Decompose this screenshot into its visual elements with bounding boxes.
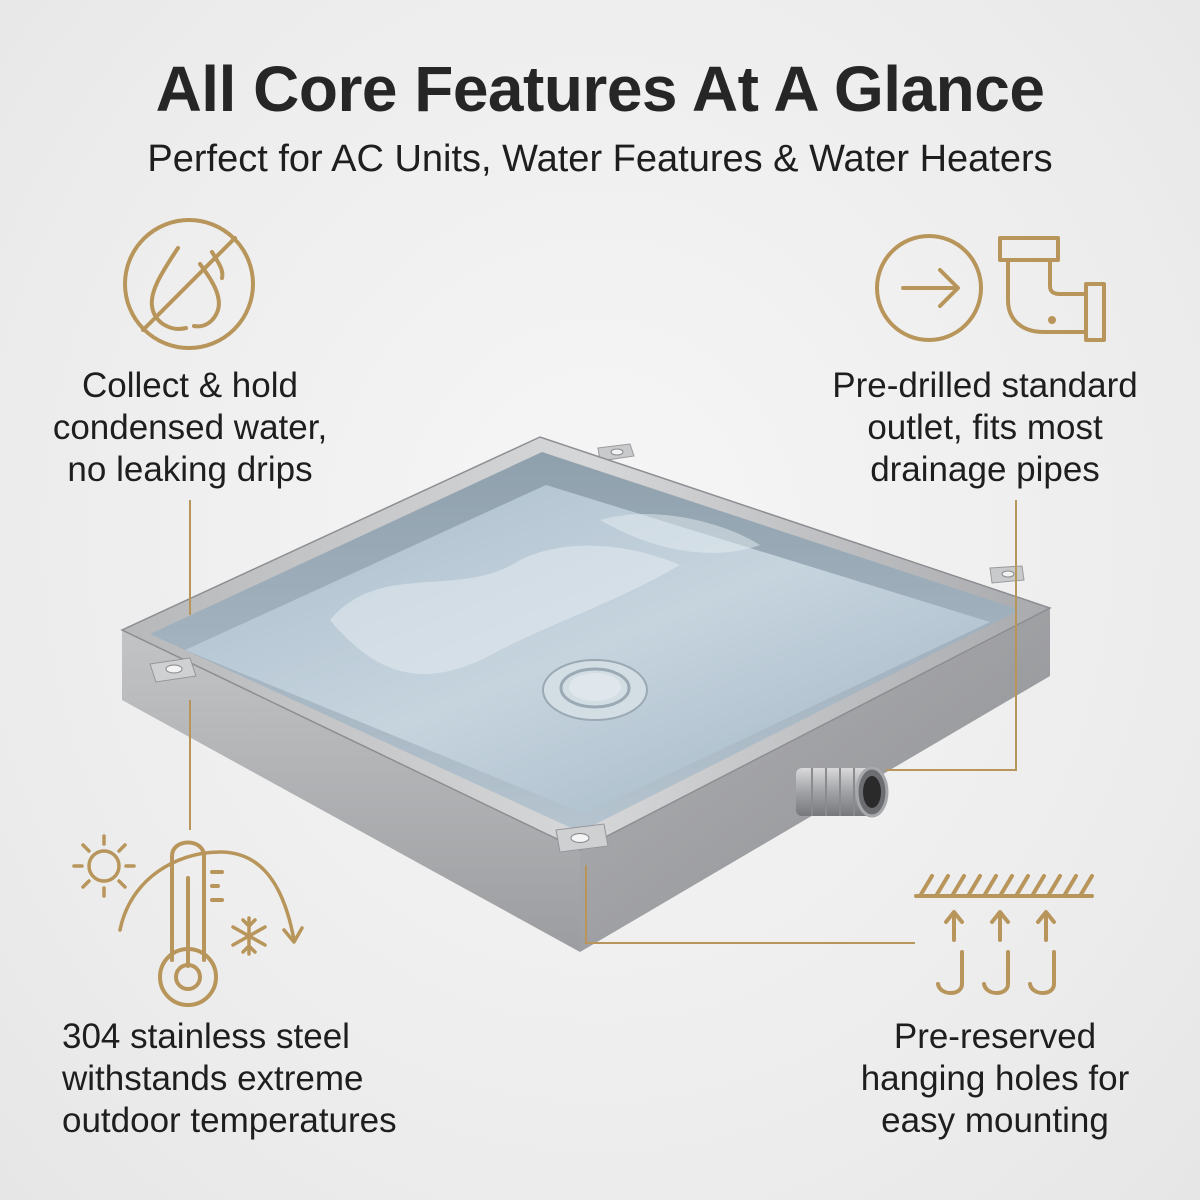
feature-line: Pre-reserved [893, 1017, 1097, 1056]
feature-drain-outlet: Pre-drilled standard outlet, fits most d… [805, 365, 1165, 491]
hanging-tab [555, 823, 609, 853]
drain-outlet-pipe [796, 766, 889, 818]
hanging-tab [149, 657, 197, 683]
arrow-right-circle-icon [875, 234, 983, 342]
feature-line: Pre-drilled standard [832, 366, 1138, 405]
no-drip-icon [123, 218, 255, 350]
feature-line: withstands extreme [62, 1059, 364, 1098]
sun-icon [72, 834, 136, 898]
temperature-arc-icon [118, 850, 304, 944]
pipe-elbow-icon [998, 236, 1106, 342]
connector-hanging [585, 865, 915, 944]
feature-collect-water: Collect & hold condensed water, no leaki… [30, 365, 350, 491]
feature-stainless-steel: 304 stainless steel withstands extreme o… [62, 1016, 502, 1142]
feature-line: outlet, fits most [867, 408, 1103, 447]
thermometer-icon [158, 840, 224, 1007]
feature-line: Collect & hold [82, 366, 298, 405]
feature-line: condensed water, [52, 408, 328, 447]
feature-line: 304 stainless steel [62, 1017, 350, 1056]
feature-line: hanging holes for [860, 1059, 1130, 1098]
feature-line: outdoor temperatures [62, 1101, 397, 1140]
feature-line: easy mounting [881, 1101, 1109, 1140]
ceiling-hooks-icon [914, 874, 1094, 995]
page-title: All Core Features At A Glance [155, 53, 1045, 125]
page-subtitle: Perfect for AC Units, Water Features & W… [147, 138, 1053, 180]
feature-hanging-holes: Pre-reserved hanging holes for easy moun… [820, 1016, 1170, 1142]
connector-lines [189, 500, 1017, 944]
hanging-tab [989, 565, 1025, 584]
connector-outlet [886, 500, 1017, 771]
snowflake-icon [231, 916, 267, 956]
feature-line: drainage pipes [870, 450, 1100, 489]
feature-line: no leaking drips [67, 450, 313, 489]
